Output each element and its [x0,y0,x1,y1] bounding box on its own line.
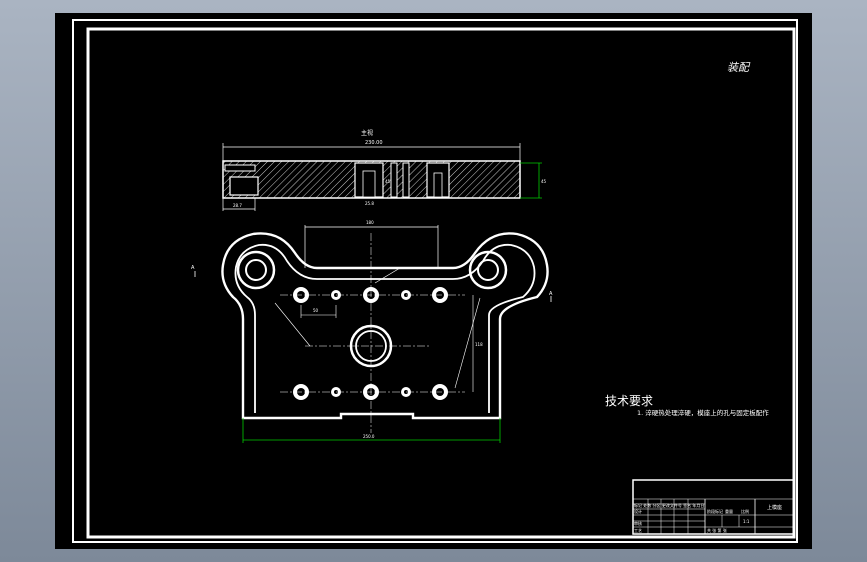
section-dim-right: 45 [541,179,547,184]
view-label: 装配 [727,61,751,74]
title-col-label-1: 重量 [725,508,733,514]
title-row-label-3: 工艺 [634,528,642,533]
plate-outline [221,232,549,420]
inner-frame [86,27,796,539]
plate-inner-outline [234,243,536,413]
section-view: 主视 230.00 45 45 28.7 25.8 [222,129,547,211]
plan-dim-top: 180 [366,220,374,225]
title-row-label-1: 设计 [634,508,642,514]
plan-left-marker: A [191,265,195,271]
section-dim-left-bottom: 28.7 [233,203,242,208]
section-hole-label: 45 [385,179,391,184]
section-view-title: 主视 [361,129,373,137]
cad-drawing: 装配 主视 230.00 45 45 28.7 25.8 [72,19,798,543]
title-row-label-2: 审核 [634,520,642,526]
plan-right-marker: A [549,291,553,297]
title-col-label-0: 阶段标记 [707,508,723,514]
title-col-label-2: 比例 [741,508,749,514]
title-part-name: 上模座 [767,504,782,511]
section-dim-top: 230.00 [365,140,383,146]
tech-heading: 技术要求 [605,394,653,408]
section-mid-label: 25.8 [365,201,374,206]
plan-view: 180 50 118 250.0 A A [191,220,553,443]
plan-dim-right: 118 [475,342,483,347]
cad-viewport[interactable]: 装配 主视 230.00 45 45 28.7 25.8 [55,13,812,549]
outer-frame [72,19,798,543]
title-sheet: 共 张 第 张 [707,527,727,533]
title-row-label-0: 标记 处数 分区 更改文件号 签名 年月日 [634,502,704,508]
plan-dim-bottom: 250.0 [363,434,375,439]
plan-dim-small: 50 [313,308,319,313]
title-block [632,479,795,535]
tech-note: 1. 淬硬热处理淬硬，模座上的孔与固定板配作 [637,408,769,417]
title-scale: 1:1 [743,519,750,524]
